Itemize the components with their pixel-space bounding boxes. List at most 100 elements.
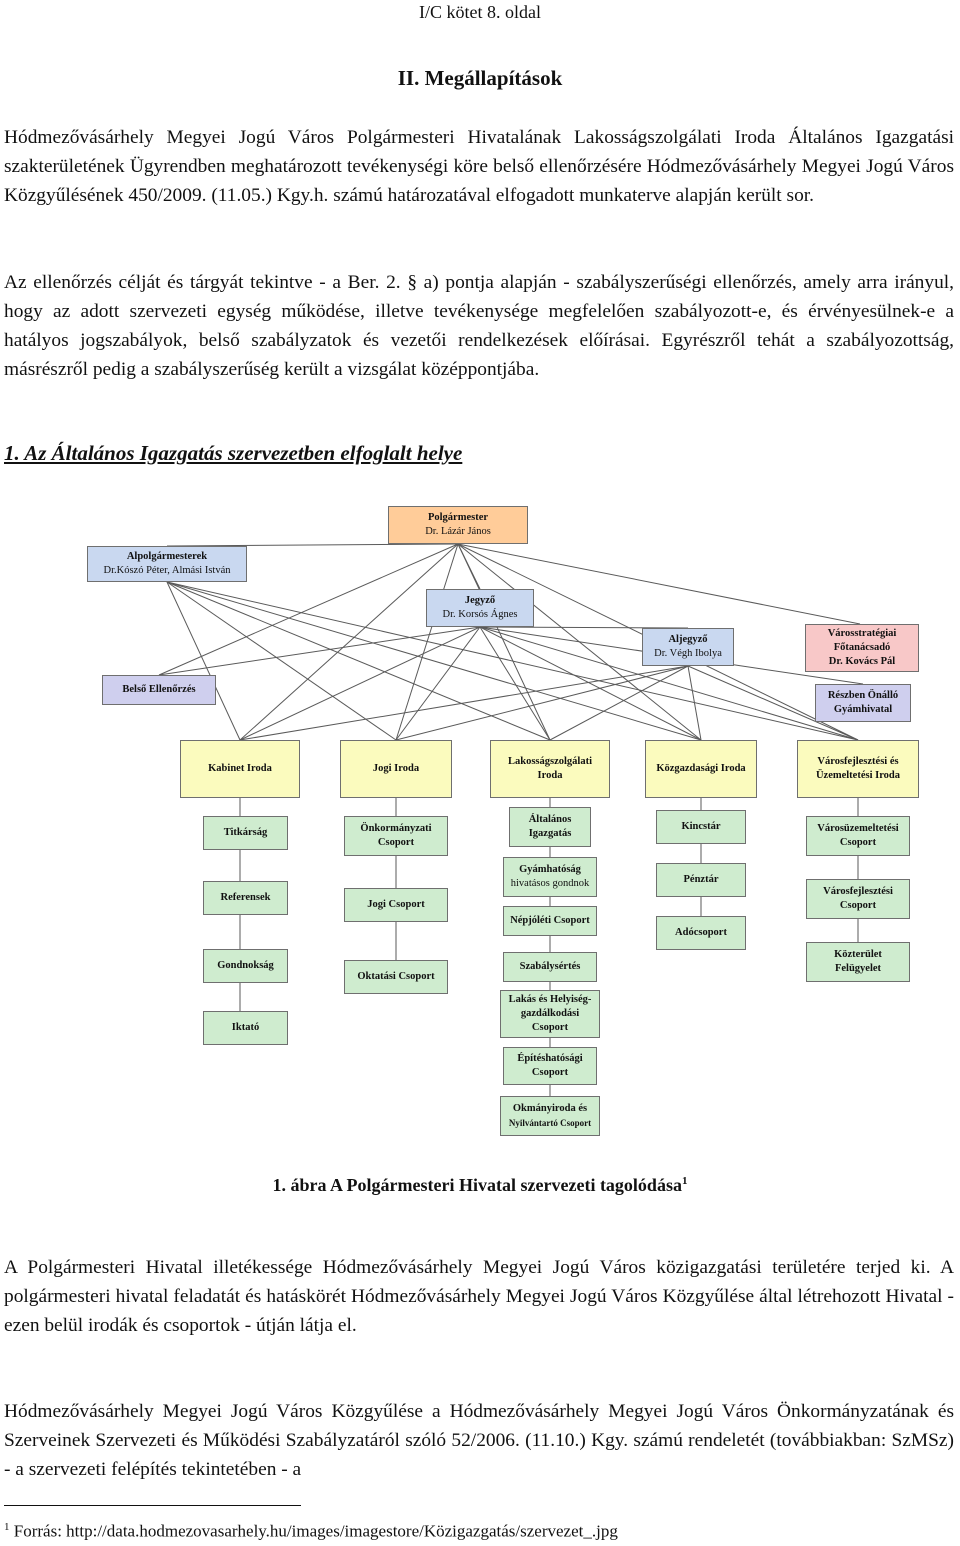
box-jegyzo: Jegyző Dr. Korsós Ágnes [426,589,534,627]
box-lakossagszolgalati-iroda: Lakosságszolgálati Iroda [490,740,610,798]
box-varosfejlesztesi-iroda: Városfejlesztési és Üzemeltetési Iroda [797,740,919,798]
label-lakas-3: Csoport [531,1022,569,1033]
label-nepjoleti: Népjóléti Csoport [510,915,590,926]
label-polgarmester: Polgármester [427,512,489,523]
connector-line [457,543,551,741]
box-okmanyiroda: Okmányiroda és Nyilvántartó Csoport [500,1096,600,1136]
box-belso-ellenorzes: Belső Ellenőrzés [102,675,216,705]
connector-line [479,626,859,741]
label-gyamhivatal-2: Gyámhivatal [833,704,893,715]
box-szabalysertes: Szabálysértés [503,952,597,982]
connector-line [395,543,459,741]
paragraph-4: Hódmezővásárhely Megyei Jogú Város Közgy… [4,1401,954,1480]
label-jogi-iroda: Jogi Iroda [372,763,420,774]
label-lakossag-1: Lakosságszolgálati [507,756,592,767]
connector-line [166,543,459,547]
connector-line [457,543,861,625]
connector-line [239,665,689,741]
label-epites-1: Építéshatósági [517,1053,583,1064]
page-header: I/C kötet 8. oldal [419,2,541,22]
label-penztar: Pénztár [683,874,719,885]
label-epites-2: Csoport [531,1067,569,1078]
connector-line [166,581,702,741]
label-okmany-1: Okmányiroda és [512,1103,588,1114]
label-onkormanyzati-2: Csoport [377,837,415,848]
paragraph-2: Az ellenőrzés célját és tárgyát tekintve… [4,272,954,380]
box-titkarsag: Titkárság [203,816,288,850]
footnote-ref: 1 [4,1521,10,1533]
label-belso-ellenorzes: Belső Ellenőrzés [122,684,196,695]
figure-caption: 1. ábra A Polgármesteri Hivatal szerveze… [0,1175,960,1196]
label-varosuzem-2: Csoport [839,837,877,848]
label-varosstrategiai-2: Főtanácsadó [833,642,891,653]
label-varosfejl-cs-1: Városfejlesztési [823,886,893,897]
box-varosfejlesztesi-csoport: Városfejlesztési Csoport [806,879,910,919]
box-altalanos-igazgatas: Általános Igazgatás [509,807,591,847]
footnote-text: Forrás: http://data.hodmezovasarhely.hu/… [9,1521,618,1541]
connector-line [479,626,702,741]
label-kabinet-iroda: Kabinet Iroda [208,763,272,774]
label-varosstrategiai-3: Dr. Kovács Pál [828,656,896,667]
box-gondnoksag: Gondnokság [203,949,288,983]
connector-line [687,665,859,741]
connector-line [166,581,859,741]
label-gondnoksag: Gondnokság [217,960,274,971]
connector-line [158,543,459,676]
label-altalanos-2: Igazgatás [528,828,572,839]
name-alpolgarmesterek: Dr.Kószó Péter, Almási István [103,565,231,576]
label-varosuzem-1: Városüzemeltetési [817,823,899,834]
connector-line [166,581,397,741]
box-epiteshatosagi: Építéshatósági Csoport [503,1047,597,1085]
label-varosfejl-iroda-2: Üzemeltetési Iroda [815,770,901,781]
label-gyamhatosag-2: hivatásos gondnok [510,878,590,889]
label-szabalysertes: Szabálysértés [519,961,581,972]
box-adocsoport: Adócsoport [656,916,746,950]
label-lakas-1: Lakás és Helyiség- [508,994,592,1005]
box-kozgazdasagi-iroda: Közgazdasági Iroda [645,740,757,798]
connector-line [687,665,702,741]
section-heading: 1. Az Általános Igazgatás szervezetben e… [4,441,463,465]
label-adocsoport: Adócsoport [675,927,727,938]
box-varosuzemeltetesi-csoport: Városüzemeltetési Csoport [806,816,910,856]
name-polgarmester: Dr. Lázár János [425,526,491,537]
connector-line [549,665,689,741]
caption-footnote-ref: 1 [681,1175,688,1187]
label-aljegyzo: Aljegyző [668,634,708,645]
box-varosstrategiai: Városstratégiai Főtanácsadó Dr. Kovács P… [805,624,919,672]
box-oktatasi-csoport: Oktatási Csoport [344,960,448,994]
label-gyamhatosag-1: Gyámhatóság [519,864,581,875]
box-polgarmester: Polgármester Dr. Lázár János [388,506,528,544]
box-kincstar: Kincstár [656,810,746,844]
label-lakossag-2: Iroda [537,770,563,781]
connector-line [479,626,551,741]
box-nepjoleti-csoport: Népjóléti Csoport [503,906,597,936]
box-onkormanyzati-csoport: Önkormányzati Csoport [344,816,448,856]
label-varosfejl-cs-2: Csoport [839,900,877,911]
name-aljegyzo: Dr. Végh Ibolya [654,648,722,659]
box-gyamhivatal: Részben Önálló Gyámhivatal [815,684,911,722]
box-iktato: Iktató [203,1011,288,1045]
box-lakas-helyiseg: Lakás és Helyiség- gazdálkodási Csoport [500,990,600,1038]
label-referensek: Referensek [220,892,271,903]
connector-line [166,581,241,741]
label-lakas-2: gazdálkodási [520,1008,580,1019]
caption-text: 1. ábra A Polgármesteri Hivatal szerveze… [272,1175,682,1195]
label-jogi-csoport: Jogi Csoport [367,899,425,910]
box-referensek: Referensek [203,881,288,915]
footnote: 1 Forrás: http://data.hodmezovasarhely.h… [4,1521,618,1542]
label-kozgazdasagi: Közgazdasági Iroda [656,763,746,774]
org-chart: Polgármester Dr. Lázár János Alpolgármes… [0,494,960,1174]
box-penztar: Pénztár [656,863,746,897]
label-alpolgarmesterek: Alpolgármesterek [126,551,208,562]
label-varosfejl-iroda-1: Városfejlesztési és [817,756,899,767]
label-varosstrategiai-1: Városstratégiai [827,628,897,639]
label-iktato: Iktató [231,1022,260,1033]
connector-line [158,626,481,676]
label-kozterulet-2: Felügyelet [834,963,882,974]
connector-line [166,581,551,741]
connector-line [395,626,481,741]
label-gyamhivatal-1: Részben Önálló [827,690,899,701]
box-jogi-csoport: Jogi Csoport [344,888,448,922]
connector-line [239,543,459,741]
paragraph-1: Hódmezővásárhely Megyei Jogú Város Polgá… [4,127,954,206]
